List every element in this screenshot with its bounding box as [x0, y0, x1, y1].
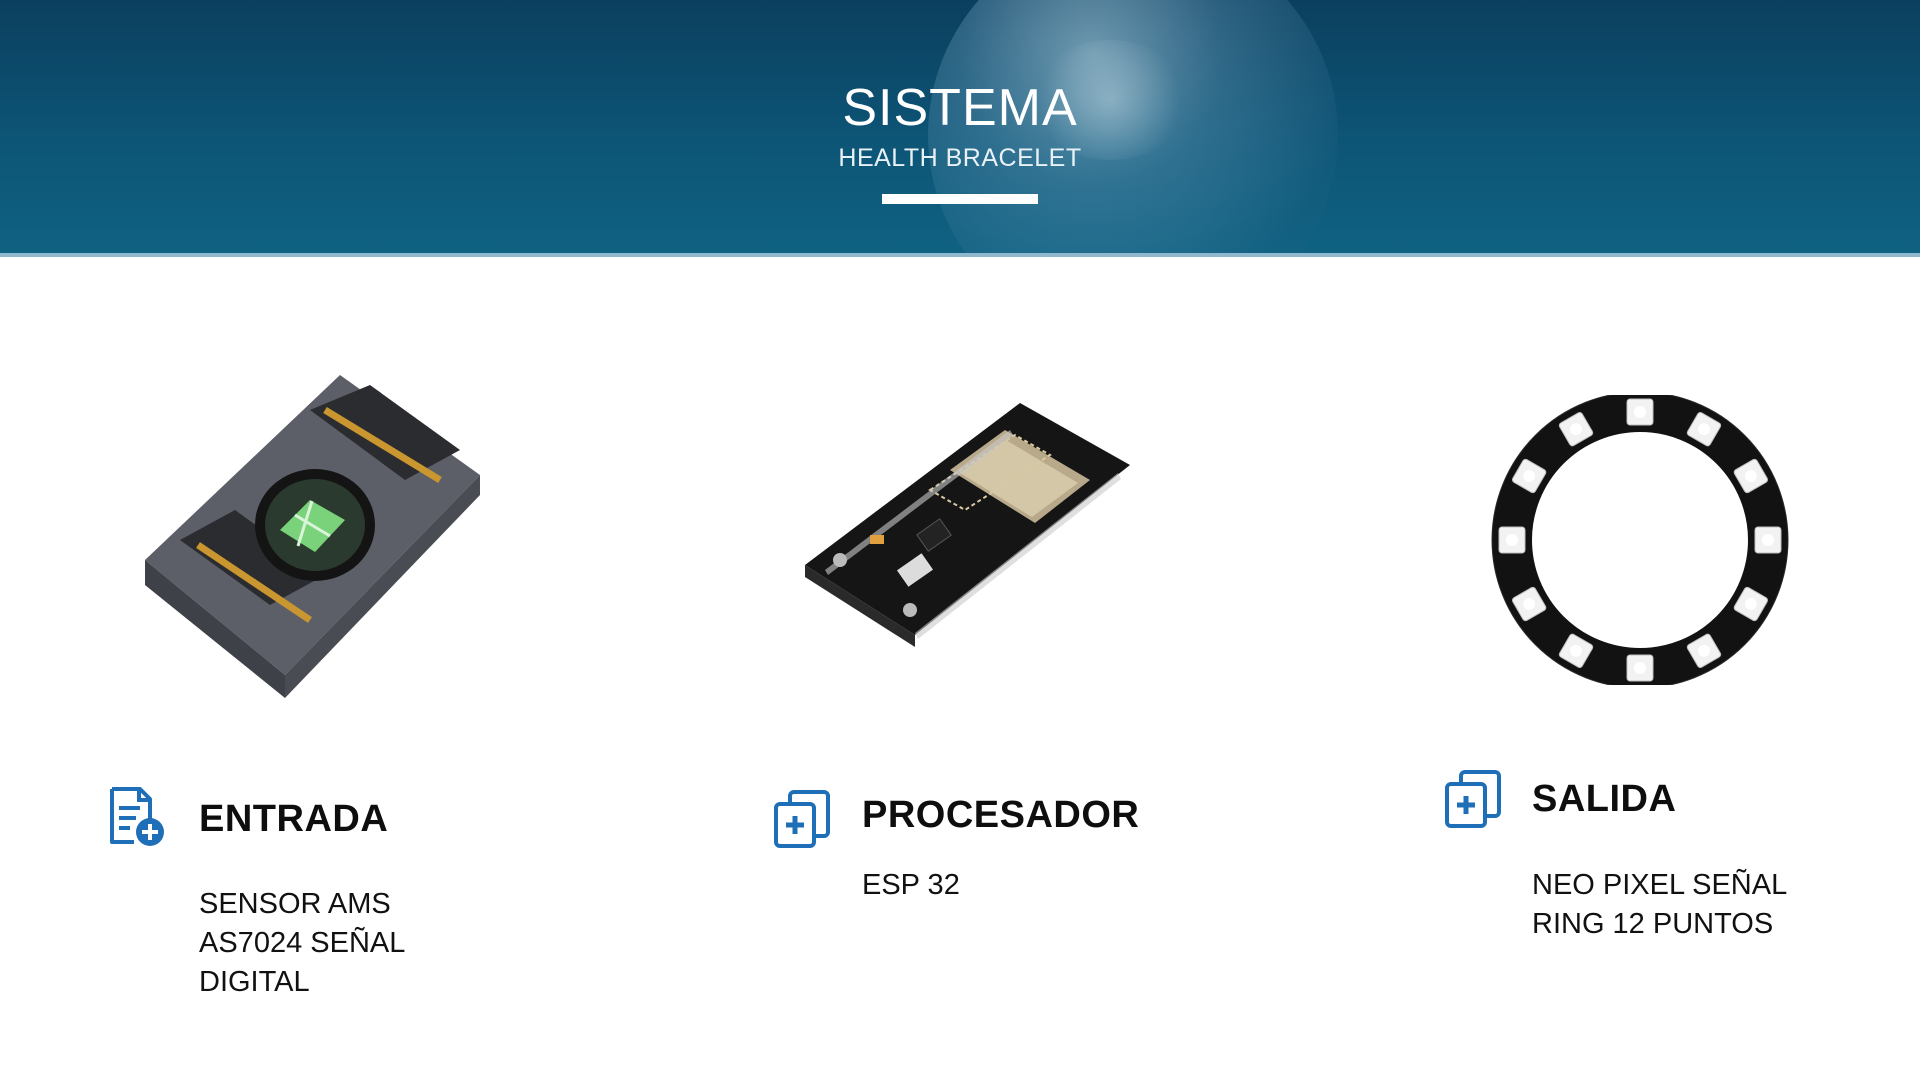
led-center	[1698, 644, 1710, 657]
sensor-chip-image	[145, 375, 480, 698]
led-center	[1570, 423, 1582, 436]
medical-cards-icon	[774, 790, 830, 848]
neopixel-ring-image	[1491, 395, 1789, 685]
entrada-line-2: AS7024 SEÑAL	[199, 927, 406, 959]
led-center	[1570, 644, 1582, 657]
led-center	[1634, 406, 1646, 418]
led-center	[1762, 534, 1774, 546]
led-center	[1523, 598, 1536, 610]
header-banner: SISTEMA HEALTH BRACELET	[0, 0, 1920, 257]
led-center	[1744, 470, 1757, 482]
entrada-line-3: DIGITAL	[199, 966, 310, 998]
led-center	[1506, 534, 1518, 546]
column-text-entrada: SENSOR AMS AS7024 SEÑAL DIGITAL	[199, 885, 405, 1002]
esp32-board-image	[805, 403, 1130, 647]
procesador-line-1: ESP 32	[862, 869, 960, 901]
salida-line-2: RING 12 PUNTOS	[1532, 908, 1774, 940]
led-center	[1744, 598, 1757, 610]
salida-line-1: NEO PIXEL SEÑAL	[1532, 869, 1788, 901]
medical-cards-icon	[1445, 770, 1501, 828]
led-center	[1634, 662, 1646, 674]
entrada-line-1: SENSOR AMS	[199, 888, 391, 920]
column-title-entrada: ENTRADA	[199, 798, 389, 840]
column-text-salida: NEO PIXEL SEÑAL RING 12 PUNTOS	[1532, 866, 1787, 944]
globe-highlight	[1030, 40, 1190, 160]
led-center	[1523, 470, 1536, 482]
title-divider	[882, 194, 1038, 204]
column-title-procesador: PROCESADOR	[862, 794, 1140, 836]
column-title-salida: SALIDA	[1532, 778, 1677, 820]
page-subtitle: HEALTH BRACELET	[838, 144, 1082, 172]
globe-background	[928, 0, 1338, 257]
led-center	[1698, 423, 1710, 436]
document-add-icon	[110, 787, 164, 846]
page-title: SISTEMA	[842, 79, 1078, 137]
column-text-procesador: ESP 32	[862, 866, 960, 905]
